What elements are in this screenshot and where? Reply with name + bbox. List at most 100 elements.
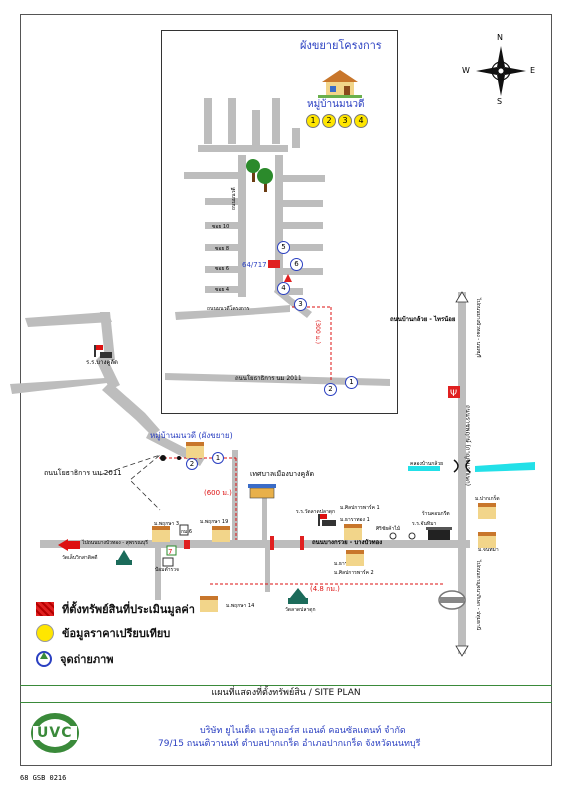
label-police-booth: ป้อมตำรวจ xyxy=(155,567,179,573)
label-road-bang-bua-thong: ถนนบ้านกล้วย - ไทรน้อย xyxy=(390,316,456,323)
label-to-bangkok: ไปถนนกาญจนาภิเษก - ปทุมธานี xyxy=(475,560,481,631)
house-icon-7 xyxy=(478,503,496,519)
compass-n: N xyxy=(497,33,503,42)
compass-w: W xyxy=(462,66,470,75)
inset-village-name: หมู่บ้านมนวดี xyxy=(307,99,365,110)
legend-site: ที่ตั้งทรัพย์สินที่ประเมินมูลค่า xyxy=(36,600,195,618)
temple-icon-2 xyxy=(288,588,308,604)
inset-road-main: ถนนมนวดีโครงการ xyxy=(207,306,250,312)
compass-star-icon xyxy=(476,46,526,96)
temple-icon-1 xyxy=(116,550,132,565)
label-chantima: ม.จันทิมา xyxy=(478,547,499,553)
label-municipal: เทศบาลเมืองบางคูลัด xyxy=(250,470,315,478)
label-tharathong-1: ม.ธาราทอง 1 xyxy=(340,517,370,523)
soi-8: ซอย 8 xyxy=(215,246,230,252)
legend-photo-label: จุดถ่ายภาพ xyxy=(60,653,114,666)
house-icon-1 xyxy=(186,442,204,458)
site-plan-title-bar: แผนที่แสดงที่ตั้งทรัพย์สิน / SITE PLAN xyxy=(20,685,552,703)
photo-point-2: 2 xyxy=(324,383,337,396)
label-school-bang-ku: ร.ร.บางคูลัด xyxy=(86,359,118,366)
house-icon-inset xyxy=(318,68,362,98)
footer-code: 68 GSB 0216 xyxy=(20,774,67,782)
photo-point-1: 1 xyxy=(345,376,358,389)
label-to-bang-bua-thong: ไปถนนบางบัวทอง - สุพรรณบุรี xyxy=(82,540,148,546)
compare-legend-icon xyxy=(36,624,54,642)
company-address: 79/15 ถนนติวานนท์ ตำบลปากเกร็ด อำเภอปากเ… xyxy=(158,739,421,749)
label-road-2011: ถนนโยธาธิการ นม 2011 xyxy=(44,469,122,477)
label-pruksa-19: ม.พฤกษา 19 xyxy=(200,519,229,525)
photo-point-main-2: 2 xyxy=(186,458,198,470)
label-pruksa-14: ม.พฤกษา 14 xyxy=(226,603,255,609)
legend-compare: ข้อมูลราคาเปรียบเทียบ xyxy=(36,624,170,642)
house-icon-4 xyxy=(344,524,362,540)
photo-point-6: 6 xyxy=(290,258,303,271)
fuel-icon xyxy=(179,524,189,536)
house-icon-6 xyxy=(200,596,218,612)
soi-10: ซอย 10 xyxy=(212,224,230,230)
compass-rose: N S W E xyxy=(462,34,536,106)
canal-left xyxy=(408,466,440,471)
label-right-road: ถนนราชพฤกษ์ (กาญจนาภิเษก) xyxy=(464,405,471,486)
compass-s: S xyxy=(497,97,503,106)
inset-frame xyxy=(161,30,398,414)
svg-text:7: 7 xyxy=(168,548,172,556)
label-road-bang-kruai: ถนนบางกรวย - บางบัวทอง xyxy=(312,539,383,546)
house-icon-5 xyxy=(346,550,364,566)
legend-photo: จุดถ่ายภาพ xyxy=(36,650,114,668)
legend-compare-label: ข้อมูลราคาเปรียบเทียบ xyxy=(62,627,171,640)
svg-text:Ψ: Ψ xyxy=(450,389,457,399)
school-icon-2 xyxy=(318,514,336,526)
nissan-logo-icon xyxy=(438,590,466,610)
site-legend-icon xyxy=(36,602,54,616)
phase-1: 1 xyxy=(306,114,320,128)
soi-4: ซอย 4 xyxy=(215,287,230,293)
legend-site-label: ที่ตั้งทรัพย์สินที่ประเมินมูลค่า xyxy=(62,603,195,616)
canal-right xyxy=(475,462,535,472)
label-village-expand: หมู่บ้านมนวดี (ผังขยาย) xyxy=(150,431,233,440)
photo-point-main-1: 1 xyxy=(212,452,224,464)
label-school-wat: ร.ร.วัดลาดปลาดุก xyxy=(296,509,336,515)
label-sri-ruang: ศิริชัยค้าไม้ xyxy=(376,526,401,532)
uvc-logo-icon xyxy=(31,713,79,753)
inset-title: ผังขยายโครงการ xyxy=(300,39,382,52)
label-pruksa-3: ม.พฤกษา 3 xyxy=(154,521,180,527)
shop-building-icon xyxy=(426,527,452,540)
photo-point-4: 4 xyxy=(277,282,290,295)
site-plan-title: แผนที่แสดงที่ตั้งทรัพย์สิน / SITE PLAN xyxy=(211,688,361,698)
red-building-icon xyxy=(448,386,460,398)
company-logo: UVC xyxy=(30,712,80,754)
label-wat-lad-pla-duk: วัดลาดปลาดุก xyxy=(285,607,316,613)
company-name: บริษัท ยูไนเต็ด แวลูเออร์ส แอนด์ คอนซัลแ… xyxy=(200,726,406,736)
label-distance-48: (4.8 กม.) xyxy=(310,585,340,593)
house-icon-3 xyxy=(212,526,230,542)
tree-icon-1 xyxy=(246,159,260,182)
label-sri-prakarn-2: ม.ศิลปการพาร์ค 2 xyxy=(334,570,374,576)
logo-text: UVC xyxy=(37,725,73,741)
photo-point-3: 3 xyxy=(294,298,307,311)
store-icon: 7 xyxy=(166,545,177,556)
label-canal: คลองบ้านกล้วย xyxy=(410,461,444,467)
site-marker-inset xyxy=(268,260,280,268)
inset-road-bottom: ถนนโยธาธิการ นม 2011 xyxy=(235,375,302,382)
photo-point-5: 5 xyxy=(277,241,290,254)
police-box-icon xyxy=(162,557,174,567)
label-wat-laem: วัดเล็บวิกสาดิคดี xyxy=(62,555,98,561)
compass-e: E xyxy=(530,66,536,75)
plot-number: 64/717 xyxy=(242,261,267,269)
house-icon-2 xyxy=(152,526,170,542)
tree-icon-2 xyxy=(257,168,273,192)
soi-6: ซอย 6 xyxy=(215,266,230,272)
label-distance-600: (600 ม.) xyxy=(204,489,232,497)
phase-2: 2 xyxy=(322,114,336,128)
phase-3: 3 xyxy=(338,114,352,128)
school-icon-1 xyxy=(94,345,112,358)
phase-badges: 1 2 3 4 xyxy=(306,114,368,128)
label-rr-chankhan: ร.ร.จันทิมา xyxy=(412,521,437,527)
house-icon-8 xyxy=(478,532,496,548)
municipal-building-icon xyxy=(248,484,276,499)
label-pakkret: ม.ปากเกร็ด xyxy=(475,496,500,502)
photo-legend-icon xyxy=(36,651,52,667)
phase-4: 4 xyxy=(354,114,368,128)
label-to-nonthaburi: ไปถนนบางบัวทอง - นนทบุรี xyxy=(475,298,481,358)
